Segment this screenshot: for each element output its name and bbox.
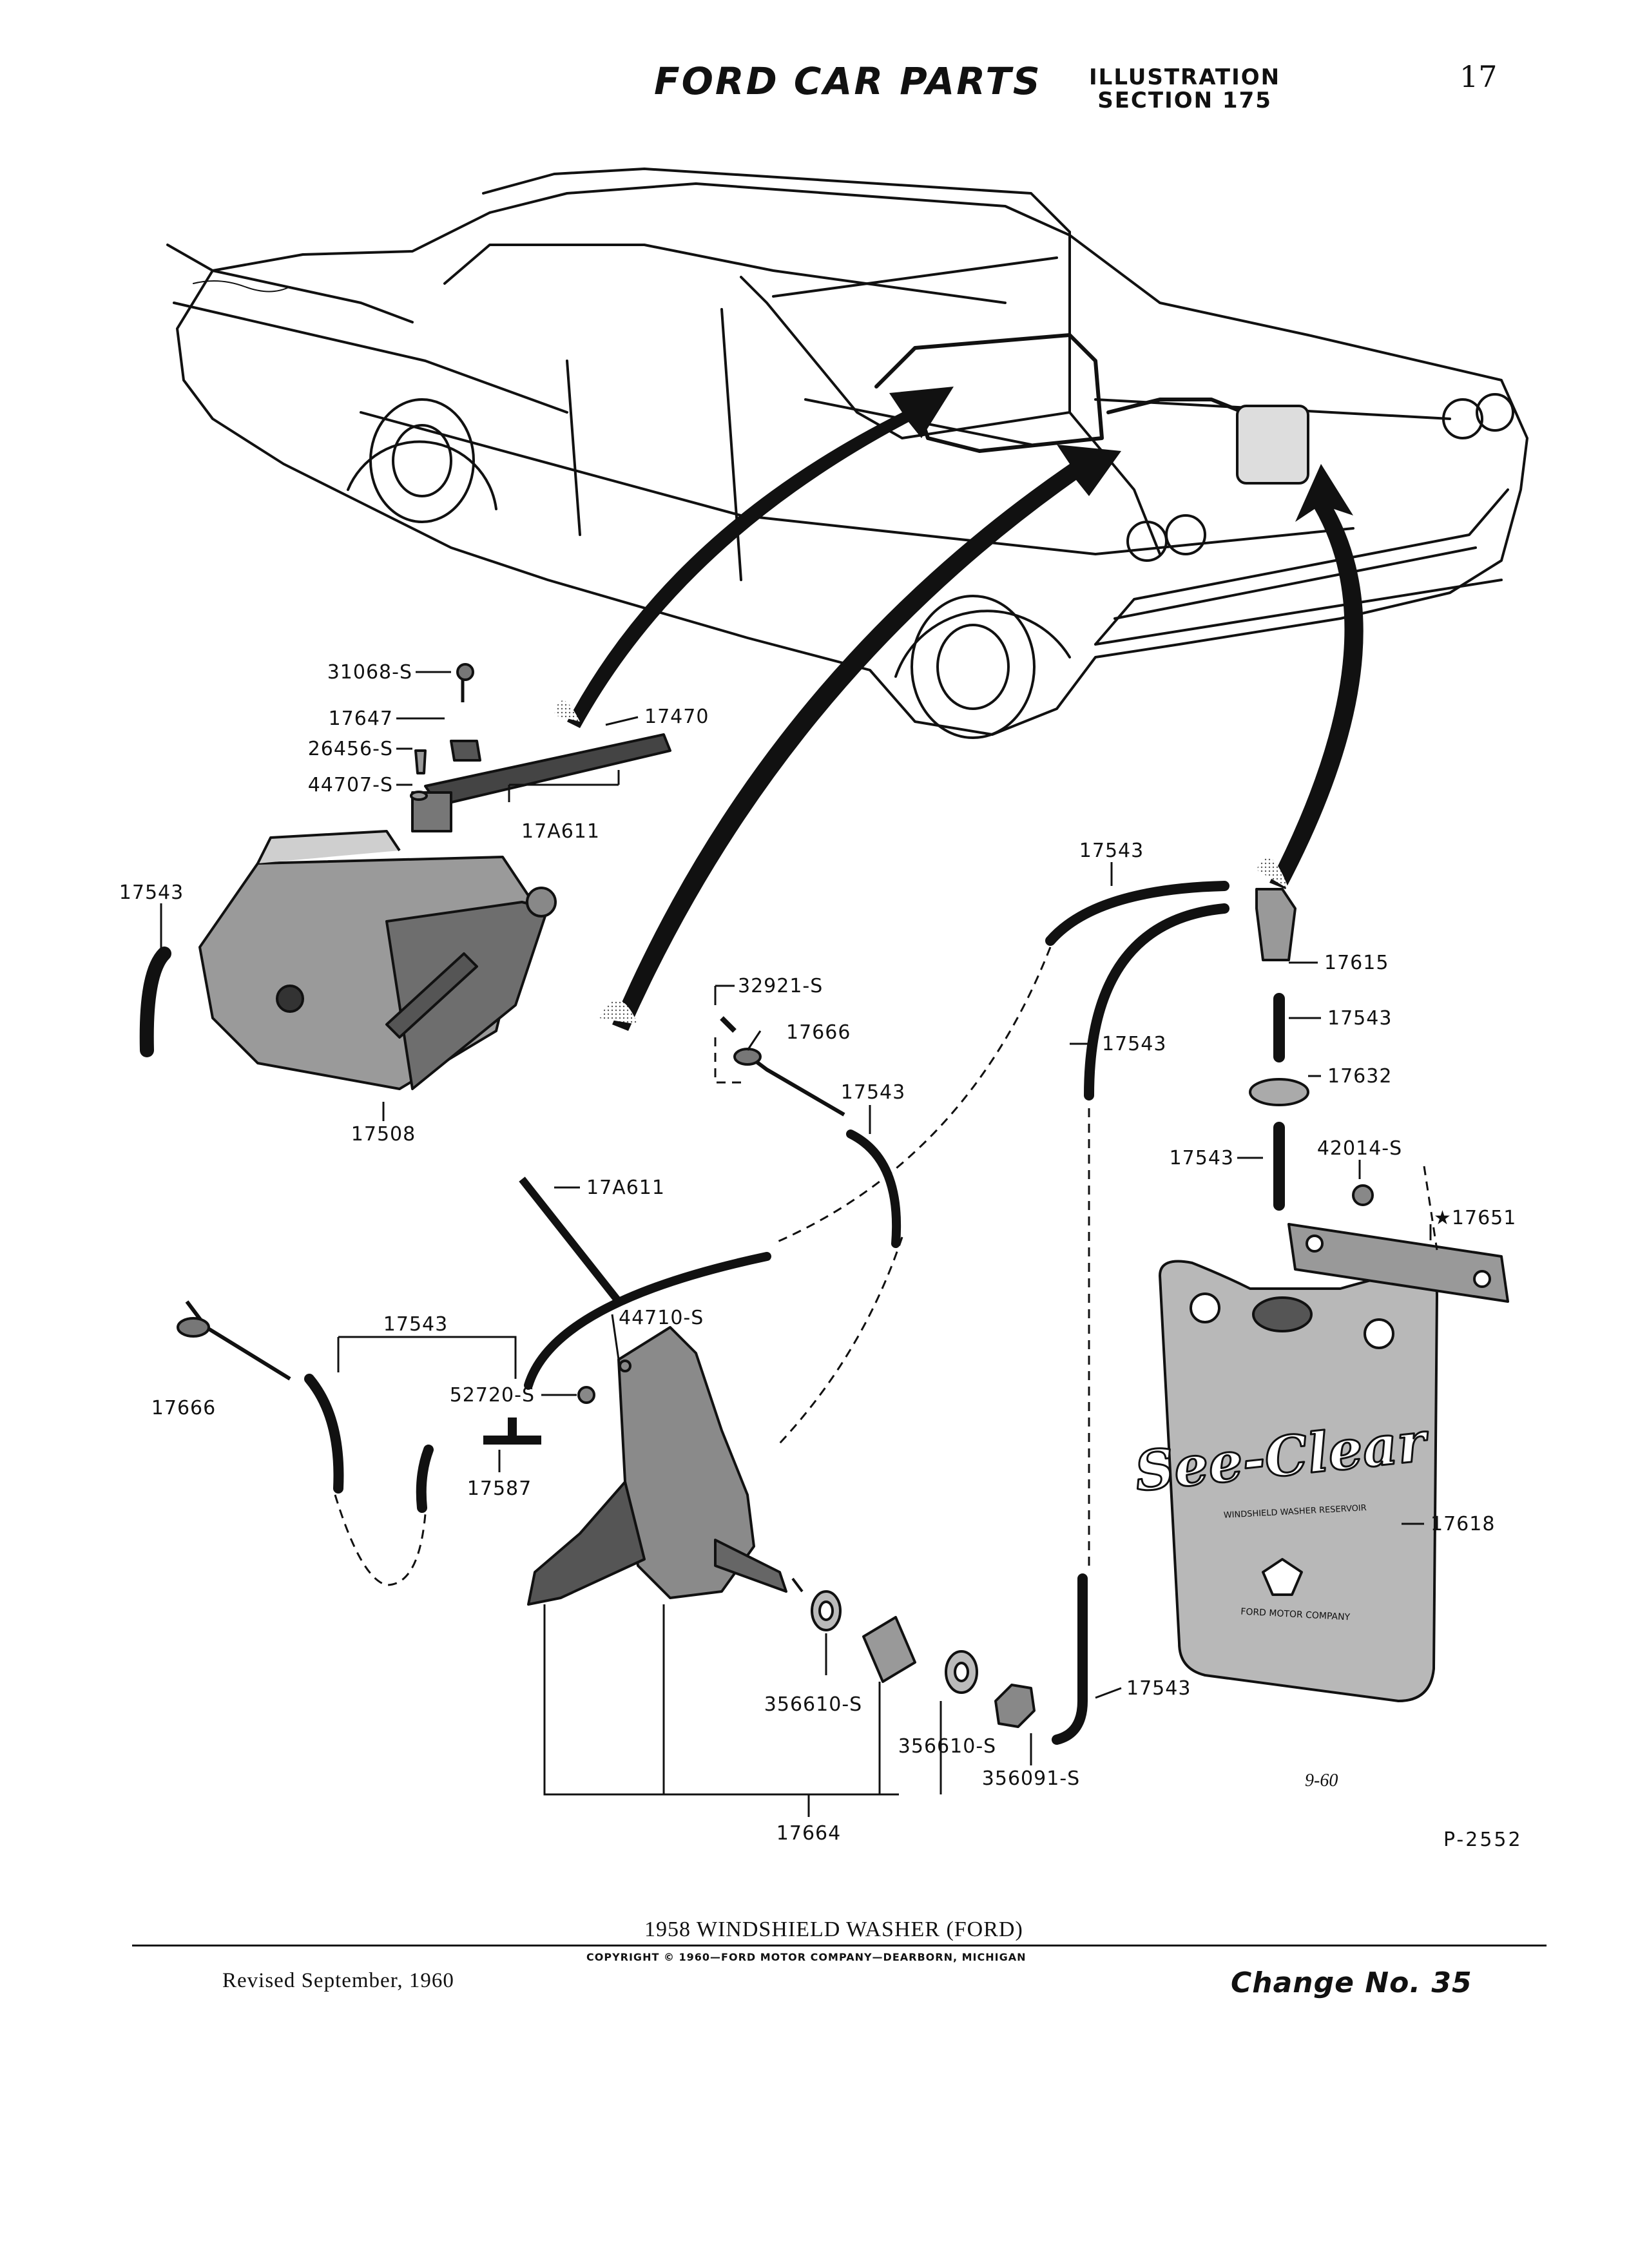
cable-17a611-mid (519, 1177, 622, 1304)
side-trim (360, 411, 1354, 555)
callout-31068-s: 31068-S (327, 661, 412, 684)
part-number-callouts: 31068-S 17647 17470 26456-S 44707-S 17A6… (119, 661, 1516, 1845)
hose-17543-pump (524, 1252, 771, 1390)
clip-17647 (450, 740, 481, 762)
arrow-to-pump (612, 445, 1121, 1031)
car-hose-routing (874, 333, 1104, 453)
car-roof (482, 168, 1071, 233)
callout-17618: 17618 (1431, 1513, 1495, 1535)
callout-17543-mid: 17543 (841, 1081, 905, 1104)
bushing-17664 (862, 1616, 916, 1683)
callout-17666-top: 17666 (786, 1021, 851, 1044)
callout-356091-s: 356091-S (982, 1767, 1080, 1790)
pump-thread-stem (714, 1539, 787, 1593)
callout-17543-r2: 17543 (1170, 1147, 1234, 1169)
callout-32921-s: 32921-S (738, 975, 823, 997)
section-line-1: ILLUSTRATION (1089, 64, 1281, 90)
pointer-arrows (554, 387, 1364, 1031)
callout-17470: 17470 (644, 706, 709, 728)
callout-17615: 17615 (1324, 952, 1389, 974)
hose-17543-top-b (1084, 903, 1229, 1100)
reservoir-cap (1252, 1296, 1313, 1332)
change-number: Change No. 35 (1231, 1966, 1472, 1999)
t-connector-17587 (483, 1418, 541, 1445)
callout-17543-left: 17543 (119, 881, 184, 904)
foot-pump-assembly (177, 1016, 1036, 1728)
callout-52720-s: 52720-S (450, 1384, 535, 1407)
reservoir-assembly: See-Clear WINDSHIELD WASHER RESERVOIR FO… (1045, 881, 1509, 1745)
washer-44707 (410, 791, 428, 801)
callout-17666-left: 17666 (151, 1397, 216, 1419)
figure-caption: 1958 WINDSHIELD WASHER (FORD) (644, 1917, 1023, 1941)
callout-17543-r1: 17543 (1327, 1007, 1392, 1030)
hose-17543-short-b (416, 1445, 434, 1513)
page-number: 17 (1460, 59, 1498, 94)
routing-dashed-lines (334, 947, 1438, 1586)
catalog-title: FORD CAR PARTS (654, 59, 1042, 103)
callout-44707-s: 44707-S (308, 774, 393, 796)
rear-wheel (369, 398, 475, 523)
arrow-to-reservoir (1269, 464, 1364, 889)
car-reservoir (1236, 405, 1309, 485)
callout-44710-s: 44710-S (619, 1307, 704, 1329)
callout-356610-s-b: 356610-S (898, 1735, 996, 1758)
wiper-motor-assembly (139, 663, 671, 1090)
valve-17666-left (185, 1300, 291, 1381)
motor-crank-arm (385, 952, 478, 1039)
callout-17632: 17632 (1327, 1065, 1392, 1088)
hose-17543-mid (846, 1129, 901, 1248)
hose-17543-bottom (1052, 1573, 1088, 1745)
screw-31068 (456, 663, 474, 681)
hose-17543-short-a (304, 1374, 344, 1494)
plate-code: P-2552 (1443, 1829, 1523, 1851)
revised-date: Revised September, 1960 (222, 1969, 454, 1992)
grommet-17632 (1249, 1078, 1309, 1106)
callout-17508: 17508 (351, 1123, 416, 1146)
screw-52720 (577, 1386, 595, 1404)
revision-date-code: 9-60 (1305, 1771, 1338, 1791)
copyright-line: COPYRIGHT © 1960—FORD MOTOR COMPANY—DEAR… (586, 1951, 1027, 1963)
callout-42014-s: 42014-S (1317, 1137, 1402, 1160)
ford-crest-emblem (1262, 1558, 1303, 1596)
front-wheel (911, 595, 1036, 739)
fitting-17615 (1255, 888, 1296, 961)
arrow-to-motor (567, 387, 954, 728)
callout-17543-tube: 17543 (1102, 1033, 1166, 1055)
callout-17651: ★17651 (1434, 1207, 1516, 1229)
grille (1094, 488, 1509, 646)
nut-356091 (994, 1684, 1036, 1728)
callout-17a611-top: 17A611 (521, 820, 600, 843)
pump-pedal (527, 1481, 646, 1606)
footer-rule (132, 1945, 1547, 1946)
screw-26456 (414, 749, 427, 774)
callout-26456-s: 26456-S (308, 738, 393, 760)
callout-17543-bottom: 17543 (1126, 1677, 1191, 1700)
callout-17647: 17647 (329, 707, 393, 730)
callout-17587: 17587 (467, 1477, 532, 1500)
tail-fin (166, 244, 414, 323)
clip-44710 (619, 1360, 631, 1372)
hose-17543-top-a (1045, 881, 1229, 946)
callout-17543-pump: 17543 (383, 1313, 448, 1336)
hose-17543-left (139, 947, 171, 1057)
section-line-2: SECTION 175 (1097, 88, 1272, 113)
callout-17543-top: 17543 (1079, 840, 1144, 862)
callout-17664: 17664 (776, 1822, 841, 1845)
screw-32921 (720, 1016, 737, 1033)
car-body-outline (176, 182, 1528, 736)
callout-17a611-mid: 17A611 (586, 1177, 665, 1199)
section-heading: ILLUSTRATION SECTION 175 (1089, 66, 1280, 112)
bracket-17651 (1287, 1223, 1509, 1303)
screw-42014 (1352, 1184, 1374, 1206)
leader-lines (160, 671, 1432, 1817)
callout-356610-s-a: 356610-S (764, 1693, 862, 1716)
